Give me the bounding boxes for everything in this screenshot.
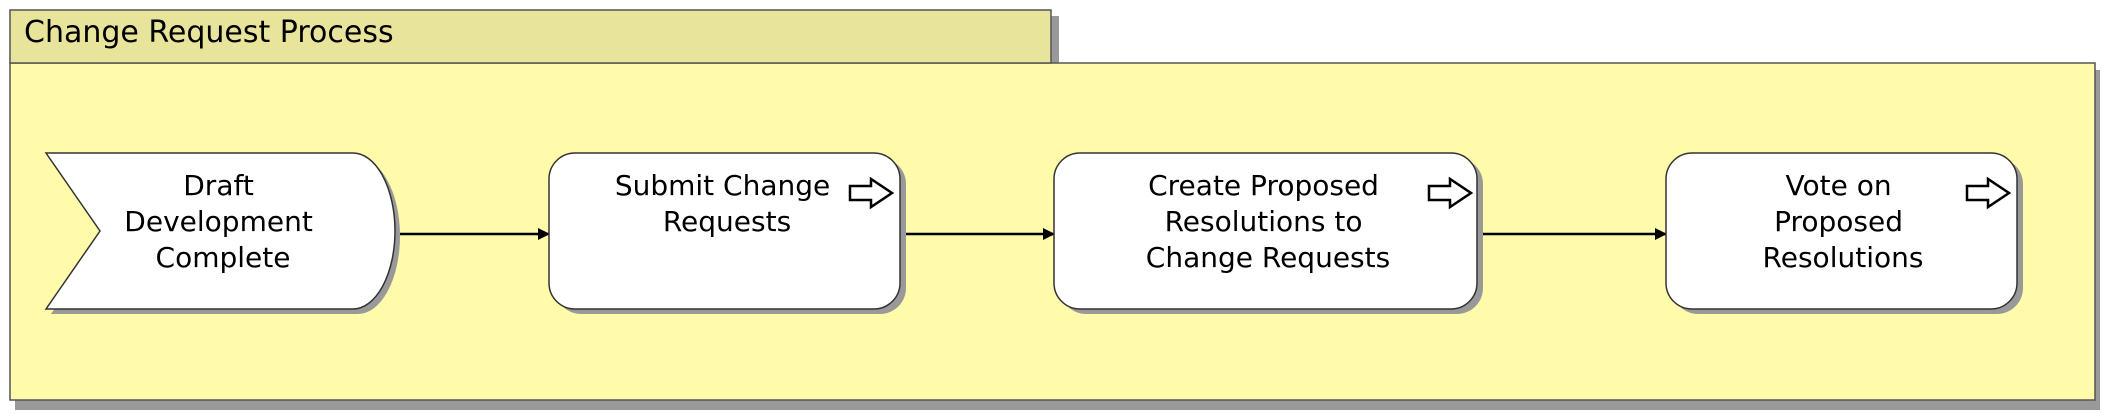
task-label: Submit Change Requests — [615, 169, 839, 238]
subprocess-arrow-icon — [1965, 176, 2012, 210]
task-create-proposed-resolutions[interactable]: Create Proposed Resolutions to Change Re… — [1053, 152, 1483, 314]
task-label-line: Requests — [663, 205, 791, 238]
start-event-node[interactable]: Draft Development Complete — [44, 152, 400, 314]
task-box — [548, 152, 901, 310]
task-box — [1665, 152, 2018, 310]
pool-title-tab — [9, 9, 1052, 64]
subprocess-arrow-icon — [848, 176, 895, 210]
start-event-label-line: Draft — [183, 169, 254, 202]
task-box — [1053, 152, 1478, 310]
task-label-line: Create Proposed — [1148, 169, 1379, 202]
task-label-line: Proposed — [1774, 205, 1903, 238]
task-label-line: Resolutions — [1763, 241, 1924, 274]
pool-title: Change Request Process — [24, 15, 394, 50]
start-event-label: Draft Development Complete — [124, 169, 321, 274]
start-event-shape — [44, 152, 396, 310]
subprocess-arrow-icon — [1427, 176, 1474, 210]
task-label-line: Vote on — [1786, 169, 1892, 202]
task-label-line: Submit Change — [615, 169, 830, 202]
task-label-line: Resolutions to — [1165, 205, 1363, 238]
task-vote-on-proposed-resolutions[interactable]: Vote on Proposed Resolutions — [1665, 152, 2023, 314]
start-event-label-line: Complete — [156, 241, 291, 274]
start-event-label-line: Development — [124, 205, 313, 238]
task-label: Vote on Proposed Resolutions — [1763, 169, 1924, 274]
task-label: Create Proposed Resolutions to Change Re… — [1146, 169, 1390, 274]
task-label-line: Change Requests — [1146, 241, 1390, 274]
task-submit-change-requests[interactable]: Submit Change Requests — [548, 152, 906, 314]
